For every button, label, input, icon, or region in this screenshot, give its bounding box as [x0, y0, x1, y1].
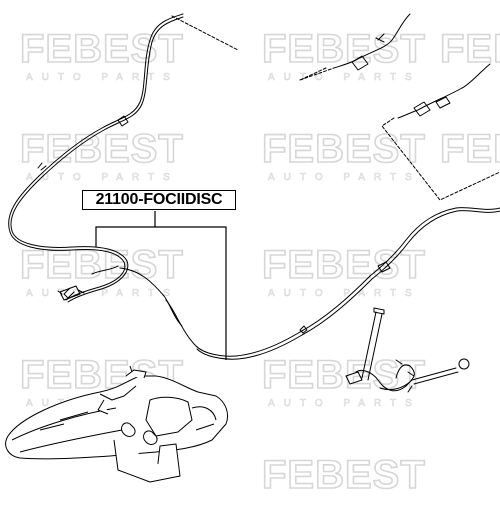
upper-cable-end: [397, 63, 491, 119]
svg-text:FEBEST: FEBEST: [262, 243, 426, 287]
svg-text:FEBEST: FEBEST: [20, 127, 184, 171]
svg-text:AUTO PARTS: AUTO PARTS: [268, 288, 421, 299]
watermark: FEBEST AUTO PARTS: [261, 126, 426, 183]
cable-end-fitting: [57, 285, 85, 301]
watermark: FEBEST FEBEST: [439, 26, 500, 172]
cable-clip: [37, 162, 47, 171]
equalizer: [355, 364, 415, 392]
svg-text:FEBEST: FEBEST: [262, 353, 426, 397]
svg-text:AUTO PARTS: AUTO PARTS: [26, 288, 179, 299]
upper-cable-end: [333, 13, 411, 69]
svg-text:FEBEST: FEBEST: [440, 127, 500, 171]
svg-text:FEBEST: FEBEST: [262, 453, 426, 497]
right-rear-cable: [165, 207, 500, 357]
svg-text:AUTO PARTS: AUTO PARTS: [26, 72, 179, 83]
dashed-guide: [171, 15, 335, 81]
label-leader-lines: [95, 211, 227, 360]
cable-clip: [117, 115, 129, 127]
svg-text:AUTO PARTS: AUTO PARTS: [268, 398, 421, 409]
cable-clip: [299, 325, 308, 334]
part-number-label: 21100-FOCIIDISC: [82, 190, 236, 210]
svg-text:FEBEST: FEBEST: [262, 127, 426, 171]
svg-text:AUTO PARTS: AUTO PARTS: [26, 172, 179, 183]
svg-text:AUTO PARTS: AUTO PARTS: [268, 172, 421, 183]
svg-text:FEBEST: FEBEST: [262, 27, 426, 71]
watermark: FEBEST AUTO PARTS: [261, 352, 426, 409]
svg-text:FEBEST: FEBEST: [20, 27, 184, 71]
handbrake-lever: [5, 365, 229, 483]
svg-text:AUTO PARTS: AUTO PARTS: [268, 72, 421, 83]
cable-clip: [377, 261, 391, 273]
watermark: FEBEST: [261, 452, 426, 498]
svg-text:FEBEST: FEBEST: [440, 27, 500, 71]
equalizer-rod: [361, 311, 383, 381]
watermark: FEBEST AUTO PARTS: [19, 26, 184, 83]
left-rear-cable: [8, 13, 184, 301]
watermark: FEBEST AUTO PARTS: [261, 26, 426, 83]
cable-assembly: [8, 13, 500, 393]
watermark: FEBEST AUTO PARTS: [19, 126, 184, 183]
dashed-guide: [381, 117, 500, 201]
